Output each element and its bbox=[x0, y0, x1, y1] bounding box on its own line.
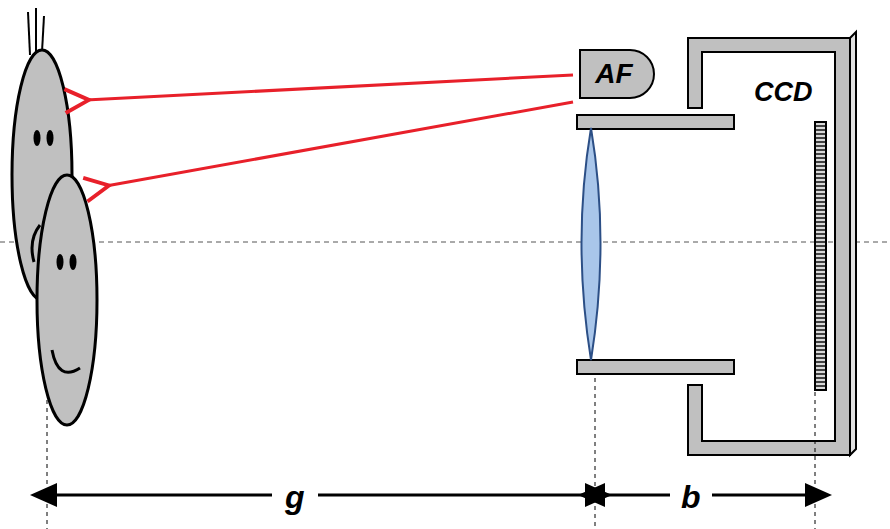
reference-line bbox=[47, 378, 815, 529]
optical-axis bbox=[0, 242, 890, 243]
af-beam bbox=[86, 75, 573, 100]
ccd-label: CCD bbox=[751, 77, 816, 108]
sensor-label: AF bbox=[595, 58, 632, 90]
lens-tube bbox=[577, 115, 734, 129]
af-beam bbox=[106, 102, 573, 186]
dimension-label: g bbox=[282, 479, 308, 516]
ccd-sensor bbox=[815, 122, 826, 390]
camera-housing bbox=[688, 32, 856, 455]
af-sensor: AF bbox=[578, 48, 656, 100]
front-face bbox=[37, 175, 97, 425]
lens-tube bbox=[577, 360, 734, 374]
lens bbox=[582, 128, 601, 360]
dimension-label: b bbox=[678, 479, 704, 516]
